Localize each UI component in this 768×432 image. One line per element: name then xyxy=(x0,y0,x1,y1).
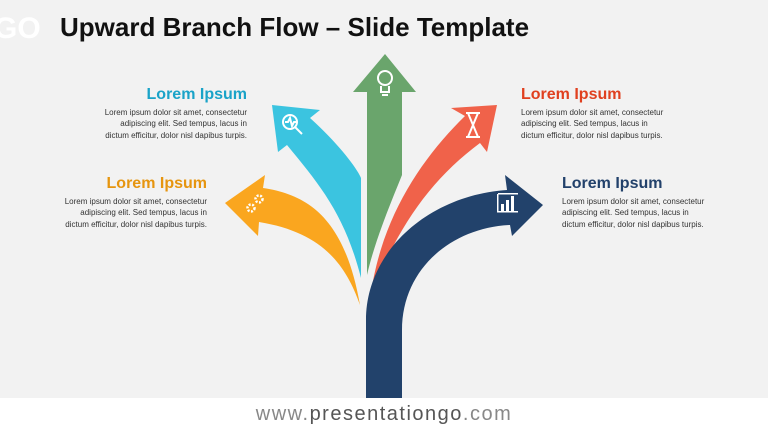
lightbulb-icon xyxy=(377,70,393,96)
bar-chart-icon xyxy=(497,193,518,213)
footer-url[interactable]: www.presentationgo.com xyxy=(0,398,768,432)
gears-icon xyxy=(246,194,264,213)
green-arrow xyxy=(353,54,416,275)
hourglass-icon xyxy=(466,112,480,138)
block-text: adipiscing elit. Sed tempus, lacus in xyxy=(521,119,648,128)
block-heading: Lorem Ipsum xyxy=(562,175,663,192)
block-text: Lorem ipsum dolor sit amet, consectetur xyxy=(562,196,705,206)
block-text: adipiscing elit. Sed tempus, lacus in xyxy=(80,208,207,217)
block-text: adipiscing elit. Sed tempus, lacus in xyxy=(562,208,689,217)
page-title: Upward Branch Flow – Slide Template xyxy=(60,12,530,42)
red-arrow xyxy=(370,105,497,300)
block-heading: Lorem Ipsum xyxy=(146,86,247,103)
block-heading: Lorem Ipsum xyxy=(521,86,622,103)
magnifier-pulse-icon xyxy=(282,114,303,135)
orange-arrow xyxy=(225,175,360,305)
footer-suffix: .com xyxy=(462,403,513,425)
block-text: dictum efficitur, dolor nisl dapibus tur… xyxy=(65,219,207,229)
text-block-cyan: Lorem Ipsum Lorem ipsum dolor sit amet, … xyxy=(17,86,247,141)
block-text: dictum efficitur, dolor nisl dapibus tur… xyxy=(105,130,247,140)
block-text: dictum efficitur, dolor nisl dapibus tur… xyxy=(562,219,704,229)
navy-arrow xyxy=(366,175,543,400)
branch-diagram xyxy=(225,54,543,400)
text-block-navy: Lorem Ipsum Lorem ipsum dolor sit amet, … xyxy=(562,175,768,230)
cyan-arrow xyxy=(272,105,361,278)
footer-prefix: www. xyxy=(255,403,310,425)
block-text: Lorem ipsum dolor sit amet, consectetur xyxy=(521,107,664,117)
text-block-orange: Lorem Ipsum Lorem ipsum dolor sit amet, … xyxy=(0,175,207,230)
footer-brand: presentationgo xyxy=(309,403,463,425)
block-text: Lorem ipsum dolor sit amet, consectetur xyxy=(104,107,247,117)
logo: GO xyxy=(0,12,41,45)
block-text: dictum efficitur, dolor nisl dapibus tur… xyxy=(521,130,663,140)
block-text: adipiscing elit. Sed tempus, lacus in xyxy=(120,119,247,128)
text-block-red: Lorem Ipsum Lorem ipsum dolor sit amet, … xyxy=(521,86,751,141)
block-text: Lorem ipsum dolor sit amet, consectetur xyxy=(64,196,207,206)
block-heading: Lorem Ipsum xyxy=(106,175,207,192)
